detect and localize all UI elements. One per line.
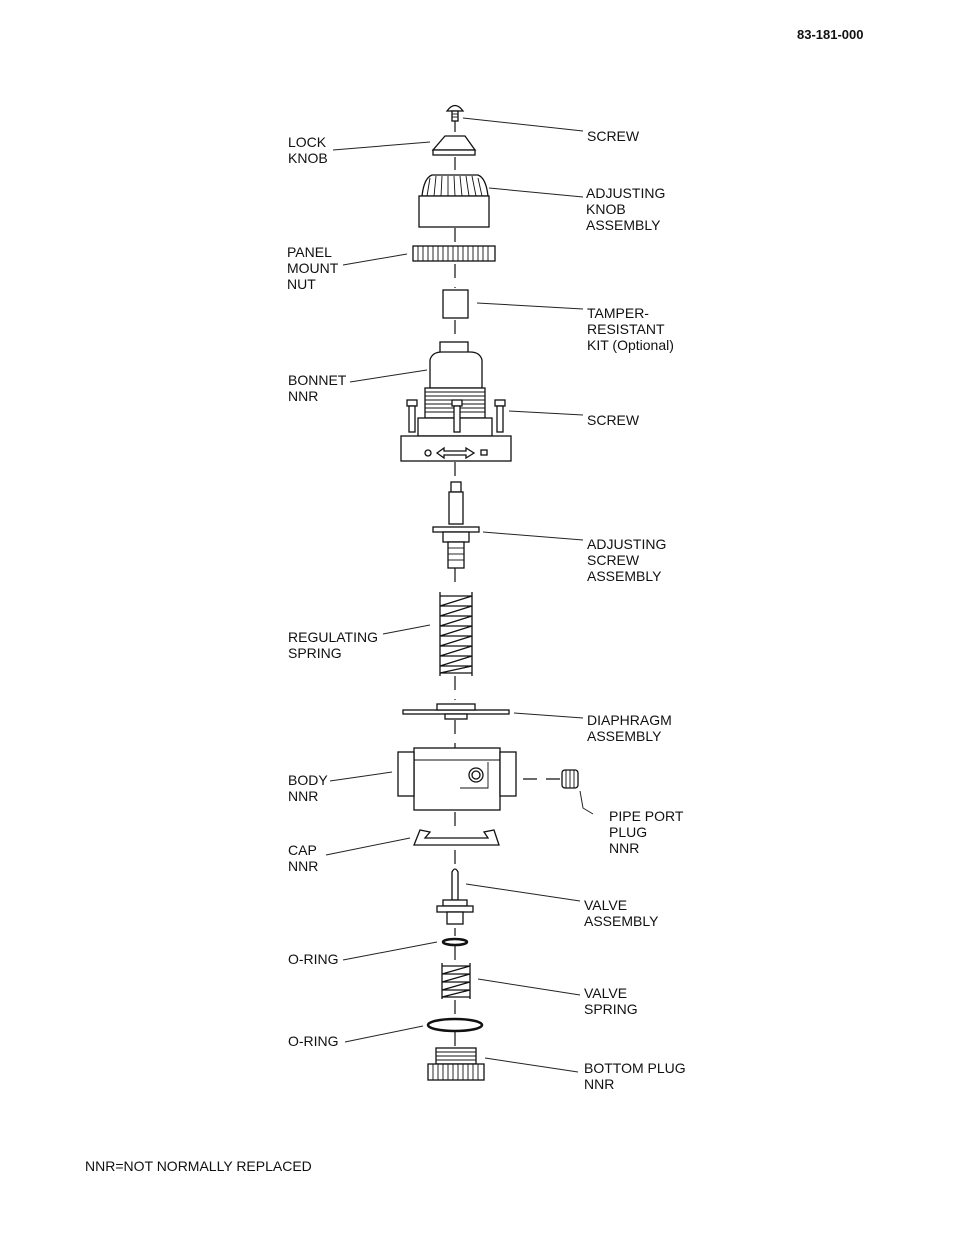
label-line: ASSEMBLY bbox=[584, 913, 659, 929]
valve-assembly-part bbox=[436, 868, 474, 925]
lock-knob-part bbox=[431, 135, 477, 156]
label-line: O-RING bbox=[288, 1033, 339, 1049]
document-number: 83-181-000 bbox=[797, 27, 864, 42]
label-line: NNR bbox=[288, 388, 319, 404]
label-line: TAMPER- bbox=[587, 305, 649, 321]
label-line: REGULATING bbox=[288, 629, 378, 645]
label-line: NNR bbox=[609, 840, 640, 856]
label-pipe-port-plug: PIPE PORT PLUG NNR bbox=[609, 808, 683, 856]
label-line: PLUG bbox=[609, 824, 648, 840]
bottom-plug-part bbox=[427, 1047, 485, 1081]
cap-part bbox=[413, 829, 500, 846]
label-adjusting-screw: ADJUSTING SCREW ASSEMBLY bbox=[587, 536, 666, 584]
tamper-resistant-kit-part bbox=[442, 289, 469, 319]
label-line: NNR bbox=[288, 788, 319, 804]
label-valve-assembly: VALVE ASSEMBLY bbox=[584, 897, 658, 929]
label-line: NNR bbox=[584, 1076, 615, 1092]
label-diaphragm: DIAPHRAGM ASSEMBLY bbox=[587, 712, 672, 744]
assembly-axis bbox=[454, 120, 560, 1046]
label-oring-upper: O-RING bbox=[288, 951, 339, 967]
label-oring-lower: O-RING bbox=[288, 1033, 339, 1049]
label-valve-spring: VALVE SPRING bbox=[584, 985, 638, 1017]
label-line: KNOB bbox=[288, 150, 328, 166]
label-adjusting-knob: ADJUSTING KNOB ASSEMBLY bbox=[586, 185, 665, 233]
pipe-port-plug-part bbox=[561, 769, 579, 789]
label-line: PIPE PORT bbox=[609, 808, 684, 824]
label-line: MOUNT bbox=[287, 260, 339, 276]
label-line: SCREW bbox=[587, 552, 640, 568]
label-line: ASSEMBLY bbox=[586, 217, 661, 233]
adjusting-knob-part bbox=[418, 174, 490, 228]
label-screw-top: SCREW bbox=[587, 128, 639, 144]
label-line: ADJUSTING bbox=[586, 185, 666, 201]
label-line: NUT bbox=[287, 276, 316, 292]
label-screw-bonnet: SCREW bbox=[587, 412, 639, 428]
valve-spring-part bbox=[441, 963, 471, 999]
label-line: DIAPHRAGM bbox=[587, 712, 672, 728]
label-line: VALVE bbox=[584, 985, 628, 1001]
body-part bbox=[397, 747, 517, 811]
label-line: BONNET bbox=[288, 372, 347, 388]
label-line: NNR bbox=[288, 858, 319, 874]
label-line: ASSEMBLY bbox=[587, 568, 662, 584]
label-line: SPRING bbox=[288, 645, 342, 661]
label-line: RESISTANT bbox=[587, 321, 665, 337]
o-ring-lower-part bbox=[426, 1017, 484, 1033]
label-line: VALVE bbox=[584, 897, 628, 913]
diaphragm-part bbox=[402, 703, 510, 720]
bonnet-part bbox=[400, 341, 512, 462]
label-line: BOTTOM PLUG bbox=[584, 1060, 686, 1076]
label-line: KIT (Optional) bbox=[587, 337, 674, 353]
label-regulating-spring: REGULATING SPRING bbox=[288, 629, 378, 661]
label-lock-knob: LOCK KNOB bbox=[288, 134, 328, 166]
label-body: BODY NNR bbox=[288, 772, 328, 804]
label-bottom-plug: BOTTOM PLUG NNR bbox=[584, 1060, 686, 1092]
label-line: PANEL bbox=[287, 244, 332, 260]
label-panel-mount-nut: PANEL MOUNT NUT bbox=[287, 244, 338, 292]
adjusting-screw-part bbox=[432, 481, 480, 569]
label-cap: CAP NNR bbox=[288, 842, 318, 874]
label-bonnet: BONNET NNR bbox=[288, 372, 346, 404]
label-line: SCREW bbox=[587, 128, 640, 144]
label-line: O-RING bbox=[288, 951, 339, 967]
screw-top-part bbox=[445, 104, 465, 122]
label-line: ADJUSTING bbox=[587, 536, 667, 552]
regulating-spring-part bbox=[439, 592, 473, 676]
label-line: SPRING bbox=[584, 1001, 638, 1017]
label-tamper-kit: TAMPER- RESISTANT KIT (Optional) bbox=[587, 305, 674, 353]
label-line: BODY bbox=[288, 772, 328, 788]
label-line: ASSEMBLY bbox=[587, 728, 662, 744]
panel-mount-nut-part bbox=[412, 245, 496, 262]
o-ring-upper-part bbox=[441, 937, 469, 947]
footnote: NNR=NOT NORMALLY REPLACED bbox=[85, 1158, 312, 1174]
leader-lines bbox=[325, 117, 594, 1073]
label-line: KNOB bbox=[586, 201, 626, 217]
label-line: SCREW bbox=[587, 412, 640, 428]
label-line: LOCK bbox=[288, 134, 327, 150]
label-line: CAP bbox=[288, 842, 317, 858]
